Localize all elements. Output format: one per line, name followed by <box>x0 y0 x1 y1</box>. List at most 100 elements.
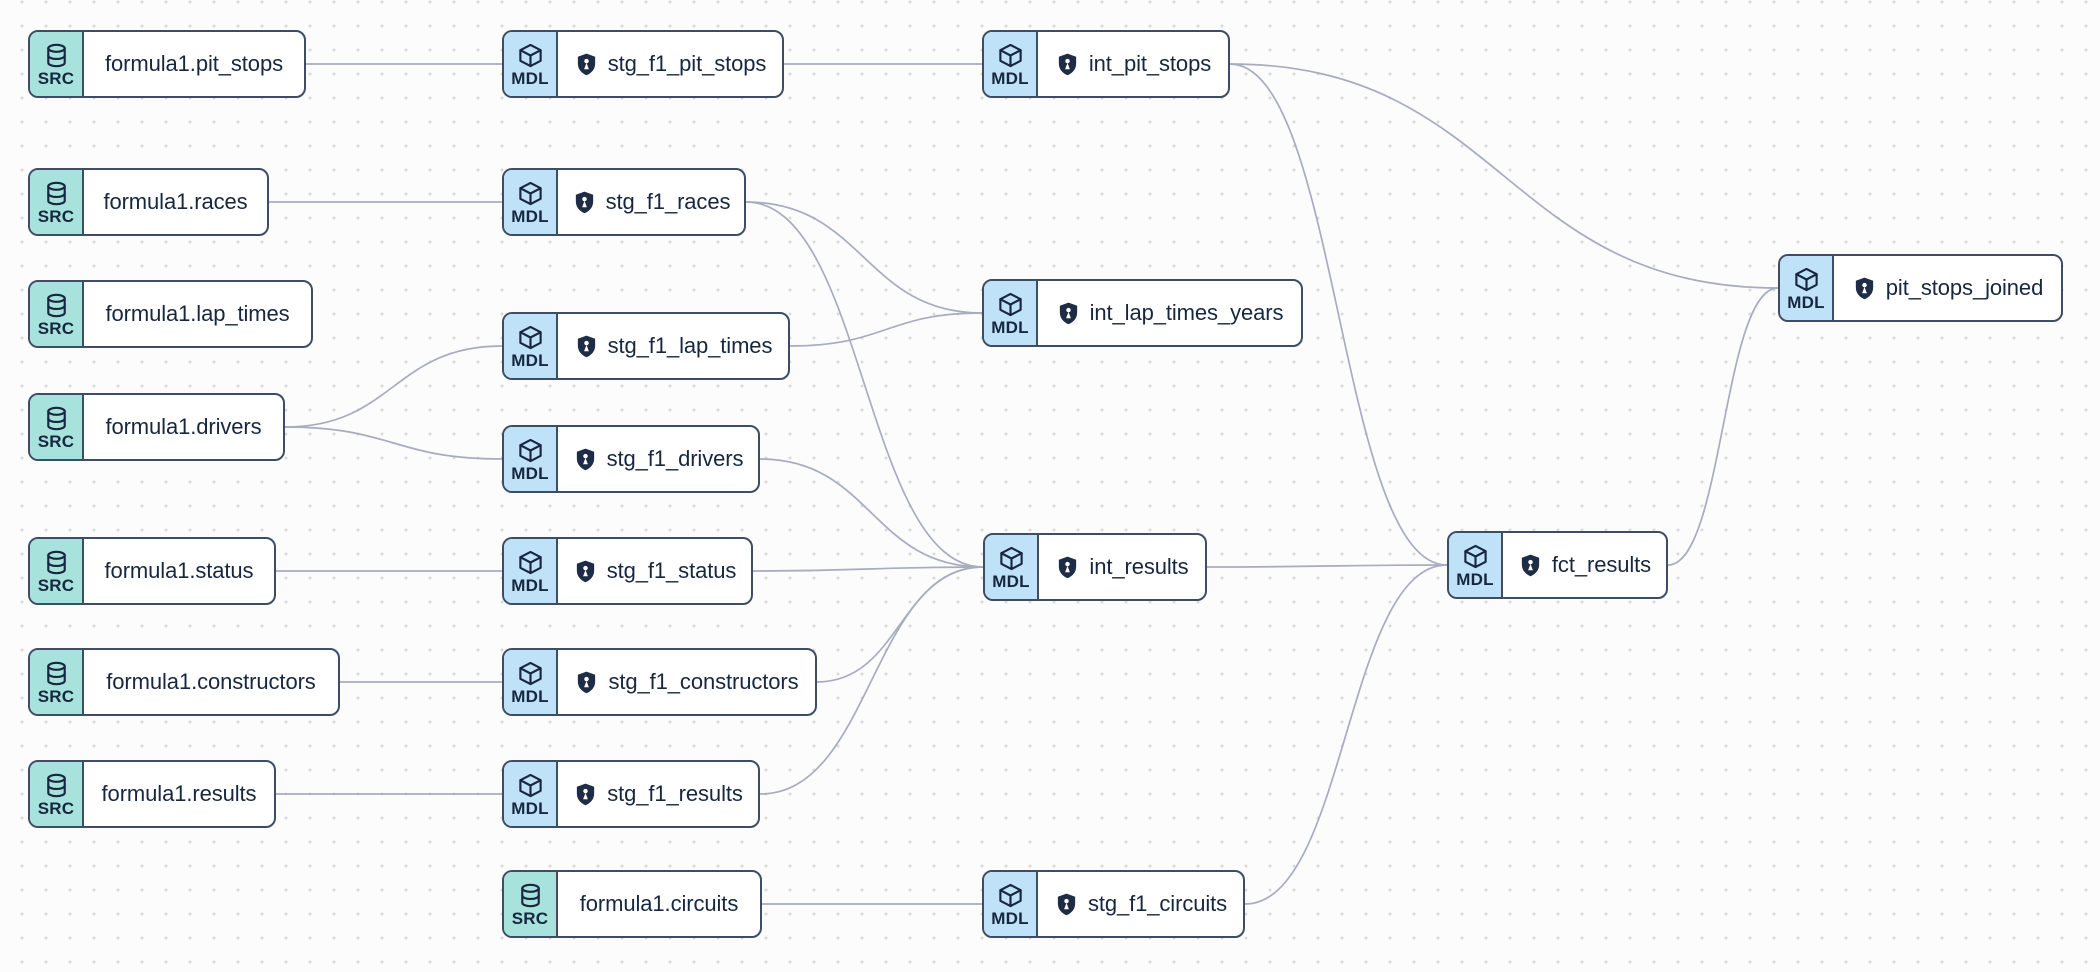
node-body: stg_f1_drivers <box>558 427 758 491</box>
source-badge: SRC <box>30 282 84 346</box>
badge-label: MDL <box>991 909 1029 929</box>
node-body: formula1.status <box>84 539 274 603</box>
edge-int_pit_stops-to-pit_stops_joined <box>1229 63 1779 289</box>
shield-icon <box>577 53 595 75</box>
node-stg_f1_results[interactable]: MDL stg_f1_results <box>502 760 760 828</box>
badge-label: SRC <box>37 687 75 707</box>
shield-icon <box>576 560 594 582</box>
node-label: formula1.pit_stops <box>105 51 283 76</box>
node-formula1.lap_times[interactable]: SRC formula1.lap_times <box>28 280 313 348</box>
node-label: formula1.lap_times <box>105 301 290 326</box>
source-badge: SRC <box>30 32 84 96</box>
model-badge: MDL <box>984 872 1038 936</box>
node-label: int_results <box>1089 554 1189 579</box>
cube-icon <box>998 883 1022 908</box>
database-icon <box>46 773 66 798</box>
shield-icon <box>575 191 593 213</box>
cube-icon <box>518 438 542 463</box>
badge-label: SRC <box>511 909 549 929</box>
edge-int_results-to-fct_results <box>1206 564 1448 568</box>
node-body: stg_f1_lap_times <box>558 314 788 378</box>
badge-label: MDL <box>511 799 549 819</box>
node-int_pit_stops[interactable]: MDL int_pit_stops <box>982 30 1230 98</box>
node-formula1.drivers[interactable]: SRC formula1.drivers <box>28 393 285 461</box>
node-body: stg_f1_races <box>558 170 744 234</box>
database-icon <box>46 406 66 431</box>
model-badge: MDL <box>1449 533 1503 597</box>
badge-label: SRC <box>37 207 75 227</box>
node-int_results[interactable]: MDL int_results <box>983 533 1207 601</box>
shield-icon <box>1057 893 1076 915</box>
node-body: stg_f1_pit_stops <box>558 32 782 96</box>
database-icon <box>46 181 66 206</box>
cube-icon <box>518 325 542 350</box>
edge-stg_f1_status-to-int_results <box>752 566 984 572</box>
node-body: formula1.results <box>84 762 274 826</box>
node-label: int_pit_stops <box>1088 51 1212 76</box>
model-badge: MDL <box>984 32 1038 96</box>
edge-int_pit_stops-to-fct_results <box>1229 63 1448 566</box>
node-label: stg_f1_results <box>607 781 743 806</box>
edge-stg_f1_constructors-to-int_results <box>816 566 984 683</box>
source-badge: SRC <box>30 395 84 459</box>
node-label: stg_f1_status <box>606 558 737 583</box>
node-body: stg_f1_circuits <box>1038 872 1243 936</box>
node-label: formula1.drivers <box>105 414 262 439</box>
node-label: formula1.circuits <box>579 891 739 916</box>
database-icon <box>520 883 540 908</box>
node-stg_f1_drivers[interactable]: MDL stg_f1_drivers <box>502 425 760 493</box>
edge-stg_f1_races-to-int_lap_times_years <box>745 201 983 314</box>
badge-label: MDL <box>511 464 549 484</box>
node-stg_f1_circuits[interactable]: MDL stg_f1_circuits <box>982 870 1245 938</box>
node-body: formula1.lap_times <box>84 282 311 346</box>
edge-stg_f1_races-to-int_results <box>745 201 984 568</box>
badge-label: SRC <box>37 432 75 452</box>
node-body: pit_stops_joined <box>1834 256 2061 320</box>
node-body: formula1.circuits <box>558 872 760 936</box>
node-body: int_results <box>1039 535 1205 599</box>
model-badge: MDL <box>504 650 558 714</box>
node-formula1.races[interactable]: SRC formula1.races <box>28 168 269 236</box>
node-label: formula1.constructors <box>106 669 316 694</box>
edge-formula1.drivers-to-stg_f1_lap_times <box>284 345 503 428</box>
edge-stg_f1_drivers-to-int_results <box>759 458 984 568</box>
cube-icon <box>998 292 1022 317</box>
cube-icon <box>518 773 542 798</box>
node-label: stg_f1_drivers <box>606 446 744 471</box>
cube-icon <box>518 661 542 686</box>
database-icon <box>46 43 66 68</box>
node-formula1.circuits[interactable]: SRC formula1.circuits <box>502 870 762 938</box>
edge-formula1.drivers-to-stg_f1_drivers <box>284 426 503 460</box>
node-stg_f1_races[interactable]: MDL stg_f1_races <box>502 168 746 236</box>
model-badge: MDL <box>985 535 1039 599</box>
source-badge: SRC <box>30 170 84 234</box>
cube-icon <box>518 550 542 575</box>
node-body: formula1.constructors <box>84 650 338 714</box>
node-body: int_lap_times_years <box>1038 281 1301 345</box>
node-body: stg_f1_results <box>558 762 758 826</box>
model-badge: MDL <box>1780 256 1834 320</box>
node-label: formula1.results <box>101 781 257 806</box>
node-body: formula1.races <box>84 170 267 234</box>
node-body: stg_f1_constructors <box>558 650 815 714</box>
edge-stg_f1_lap_times-to-int_lap_times_years <box>789 312 983 347</box>
edge-stg_f1_results-to-int_results <box>759 566 984 795</box>
node-formula1.constructors[interactable]: SRC formula1.constructors <box>28 648 340 716</box>
model-badge: MDL <box>504 314 558 378</box>
edge-stg_f1_circuits-to-fct_results <box>1244 564 1448 905</box>
cube-icon <box>1463 544 1487 569</box>
badge-label: MDL <box>511 207 549 227</box>
node-formula1.pit_stops[interactable]: SRC formula1.pit_stops <box>28 30 306 98</box>
model-badge: MDL <box>504 539 558 603</box>
node-stg_f1_status[interactable]: MDL stg_f1_status <box>502 537 753 605</box>
source-badge: SRC <box>504 872 558 936</box>
